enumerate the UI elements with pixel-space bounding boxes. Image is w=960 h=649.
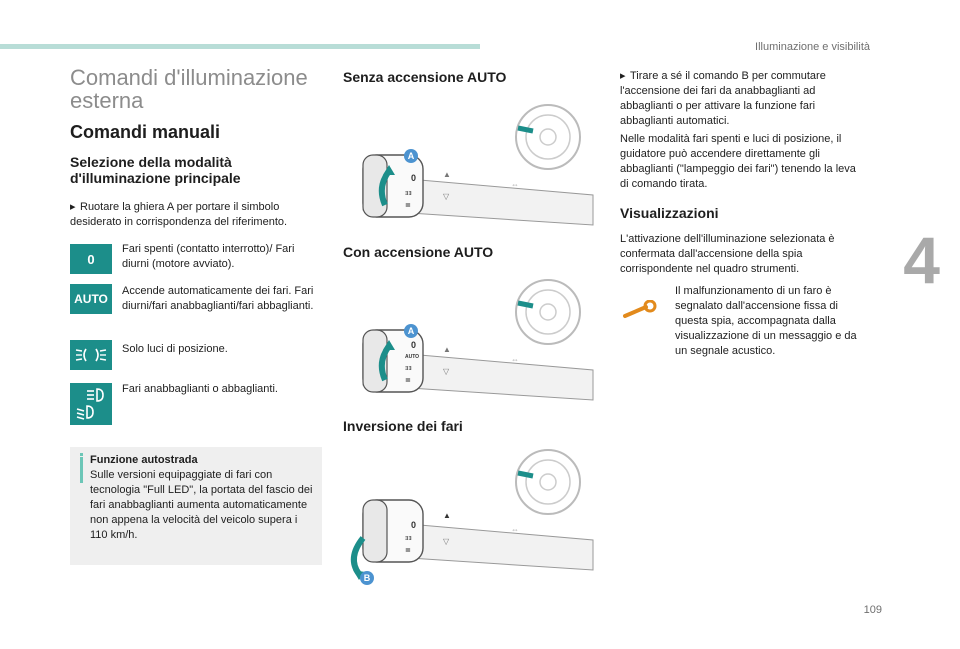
position-lights-icon (70, 340, 112, 370)
visualizzazioni-heading: Visualizzazioni (620, 205, 719, 221)
bullet-icon: ▸ (70, 201, 76, 213)
mode-desc-beam: Fari anabbaglianti o abbaglianti. (122, 383, 278, 395)
subtitle: Comandi manuali (70, 122, 221, 142)
bullet-icon: ▸ (620, 70, 626, 82)
marker-a-1: A (404, 149, 418, 163)
svg-text:⇔: ⇔ (511, 525, 519, 534)
svg-text:▽: ▽ (443, 192, 450, 201)
marker-b: B (360, 571, 374, 585)
mode-desc-auto: Accende automaticamente dei fari. Fari d… (122, 285, 314, 312)
svg-text:▲: ▲ (443, 345, 451, 354)
svg-text:≣: ≣ (405, 200, 411, 209)
section-heading-no-auto: Senza accensione AUTO (343, 69, 507, 85)
svg-text:0: 0 (411, 340, 416, 350)
chapter-number: 4 (903, 223, 940, 297)
svg-text:≣: ≣ (405, 375, 411, 384)
section-heading-flash: Inversione dei fari (343, 418, 463, 434)
svg-text:0: 0 (411, 520, 416, 530)
auto-lights-icon: AUTO (70, 284, 112, 314)
svg-text:⇔: ⇔ (511, 180, 519, 189)
wrench-warning-icon (623, 300, 657, 318)
svg-text:⇔: ⇔ (511, 355, 519, 364)
svg-text:ⱻⱻ: ⱻⱻ (405, 365, 412, 372)
warning-paragraph: Il malfunzionamento di un faro è segnala… (675, 285, 857, 357)
page-title: Comandi d'illuminazione esterna (70, 65, 308, 113)
svg-text:▲: ▲ (443, 511, 451, 520)
mode-desc-off: Fari spenti (contatto interrotto)/ Fari … (122, 243, 295, 270)
stalk-illustration-auto: 0 AUTO ⱻⱻ ≣ ▲ ▽ ⇔ (362, 279, 594, 401)
dipped-main-beam-icon (70, 383, 112, 425)
svg-text:▽: ▽ (443, 537, 450, 546)
stalk-illustration-no-auto: 0 ⱻⱻ ≣ ▲ ▽ ⇔ (362, 104, 594, 226)
svg-text:≣: ≣ (405, 545, 411, 554)
svg-text:ⱻⱻ: ⱻⱻ (405, 190, 412, 197)
info-icon-bar (80, 457, 83, 483)
tip-title: Funzione autostrada (90, 454, 198, 466)
lights-off-icon: 0 (70, 244, 112, 274)
mode-desc-position: Solo luci di posizione. (122, 343, 228, 355)
page-number: 109 (863, 604, 882, 616)
flash-paragraph: Nelle modalità fari spenti e luci di pos… (620, 133, 856, 190)
svg-text:AUTO: AUTO (405, 354, 419, 360)
tip-box: Funzione autostrada Sulle versioni equip… (70, 447, 322, 565)
section-heading-auto: Con accensione AUTO (343, 244, 494, 260)
visualizzazioni-paragraph: L'attivazione dell'illuminazione selezio… (620, 233, 835, 275)
section-title: Illuminazione e visibilità (755, 41, 870, 53)
instruction: ▸Ruotare la ghiera A per portare il simb… (70, 201, 288, 228)
control-b-instruction: ▸Tirare a sé il comando B per commutare … (620, 70, 826, 127)
subsection-title: Selezione della modalità d'illuminazione… (70, 154, 241, 186)
svg-text:▽: ▽ (443, 367, 450, 376)
stalk-illustration-flash: 0 ⱻⱻ ≣ ▲ ▽ ⇔ (350, 449, 594, 580)
header-band (0, 44, 480, 49)
info-icon (80, 453, 83, 456)
svg-text:0: 0 (411, 173, 416, 183)
tip-body: Sulle versioni equipaggiate di fari con … (90, 469, 313, 541)
marker-a-2: A (404, 324, 418, 338)
svg-text:ⱻⱻ: ⱻⱻ (405, 535, 412, 542)
svg-text:▲: ▲ (443, 170, 451, 179)
